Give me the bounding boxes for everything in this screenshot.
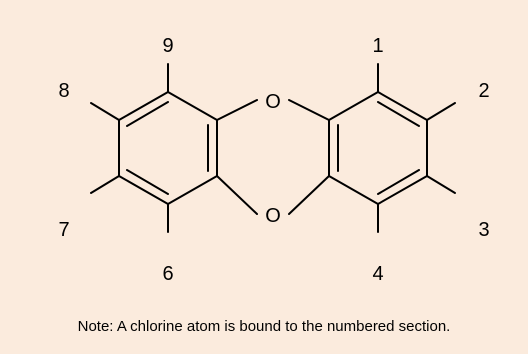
- position-label-4: 4: [372, 263, 383, 285]
- bond-o-bottom-left: [216, 175, 258, 215]
- oxygen-atom-bottom: O: [265, 205, 281, 227]
- substituent-bond-8: [90, 102, 120, 121]
- position-label-2: 2: [478, 80, 489, 102]
- bond: [377, 91, 428, 121]
- bond-o-top-left: [216, 99, 258, 121]
- substituent-bond-7: [90, 175, 120, 194]
- bond-o-bottom-right: [288, 175, 330, 215]
- position-label-1: 1: [372, 35, 383, 57]
- double-bond: [377, 169, 420, 195]
- position-label-7: 7: [58, 219, 69, 241]
- position-label-6: 6: [162, 263, 173, 285]
- substituent-bond-2: [426, 102, 456, 121]
- bond: [167, 91, 218, 121]
- substituent-bond-3: [426, 175, 456, 194]
- position-label-9: 9: [162, 35, 173, 57]
- footnote: Note: A chlorine atom is bound to the nu…: [77, 318, 451, 335]
- bond: [377, 175, 428, 205]
- bond: [118, 175, 169, 205]
- oxygen-atom-top: O: [265, 91, 281, 113]
- position-label-3: 3: [478, 219, 489, 241]
- double-bond: [377, 101, 420, 127]
- double-bond: [126, 101, 169, 127]
- bond: [118, 91, 169, 121]
- bond: [328, 91, 379, 121]
- bond-o-top-right: [288, 99, 330, 121]
- double-bond: [126, 169, 169, 195]
- bond: [328, 175, 379, 205]
- bond: [167, 175, 218, 205]
- position-label-8: 8: [58, 80, 69, 102]
